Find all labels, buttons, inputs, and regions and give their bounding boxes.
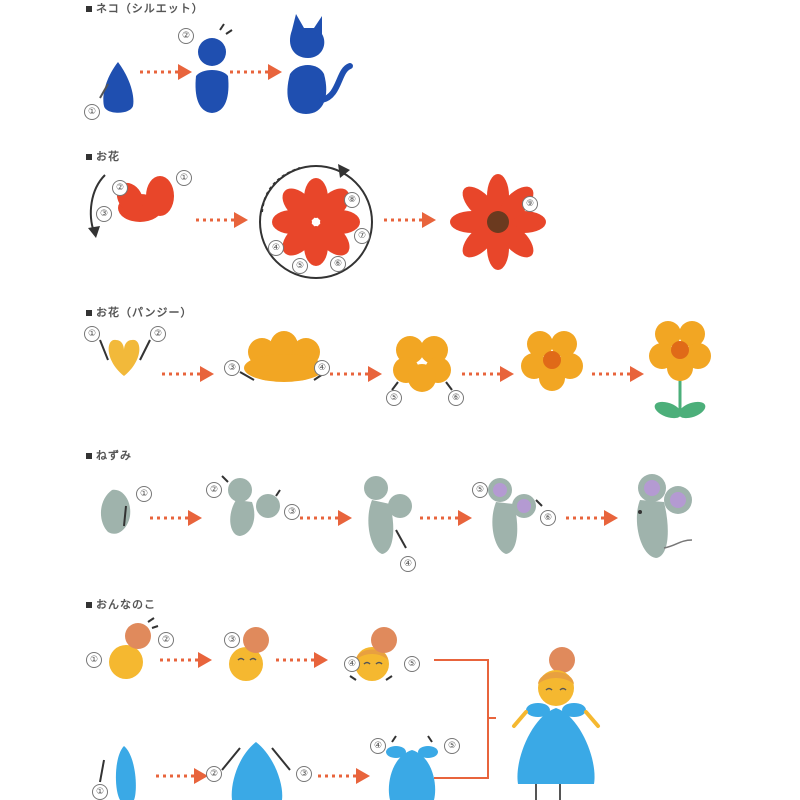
- arrow-icon: [566, 510, 618, 526]
- step-number: ⑦: [354, 228, 370, 244]
- step-number: ⑧: [344, 192, 360, 208]
- arrow-icon: [300, 510, 352, 526]
- step-number: ①: [136, 486, 152, 502]
- step-number: ⑤: [386, 390, 402, 406]
- girl-body-step-3: [386, 736, 438, 800]
- step-number: ⑤: [444, 738, 460, 754]
- step-number: ①: [86, 652, 102, 668]
- pansy-step-4: [521, 331, 583, 391]
- step-number: ②: [206, 766, 222, 782]
- bracket: [434, 660, 496, 778]
- pansy-step-2: [240, 331, 326, 382]
- step-number: ③: [296, 766, 312, 782]
- girl-finished: [514, 647, 598, 800]
- arrow-icon: [196, 212, 248, 228]
- arrow-icon: [160, 652, 212, 668]
- arrow-icon: [150, 510, 202, 526]
- step-number: ③: [224, 632, 240, 648]
- step-number: ⑤: [292, 258, 308, 274]
- mouse-step-4: [488, 478, 542, 554]
- mouse-step-5: [637, 474, 692, 558]
- mouse-step-1: [101, 490, 130, 534]
- arrow-icon: [162, 366, 214, 382]
- girl-body-step-2: [222, 742, 290, 800]
- cat-step-3: [287, 14, 350, 114]
- step-number: ⑥: [540, 510, 556, 526]
- girl-head-step-3: [350, 627, 397, 681]
- step-number: ⑤: [472, 482, 488, 498]
- step-number: ⑥: [330, 256, 346, 272]
- step-number: ②: [206, 482, 222, 498]
- pansy-step-1: [100, 340, 150, 376]
- arrow-icon: [140, 64, 192, 80]
- step-number: ①: [92, 784, 108, 800]
- arrow-icon: [462, 366, 514, 382]
- pansy-step-3: [392, 336, 452, 392]
- step-number: ①: [176, 170, 192, 186]
- step-number: ④: [344, 656, 360, 672]
- pansy-step-5: [649, 321, 711, 421]
- flower-step-2: [260, 164, 372, 278]
- girl-head-step-1: [109, 618, 158, 679]
- step-number: ②: [158, 632, 174, 648]
- mouse-step-3: [364, 476, 412, 554]
- step-number: ④: [314, 360, 330, 376]
- arrow-icon: [330, 366, 382, 382]
- cat-step-1: [100, 62, 133, 113]
- step-number: ②: [112, 180, 128, 196]
- step-number: ④: [370, 738, 386, 754]
- step-number: ③: [224, 360, 240, 376]
- arrow-icon: [420, 510, 472, 526]
- arrow-icon: [384, 212, 436, 228]
- arrow-icon: [318, 768, 370, 784]
- cat-step-2: [196, 24, 232, 113]
- step-number: ⑤: [404, 656, 420, 672]
- step-number: ②: [150, 326, 166, 342]
- mouse-step-2: [222, 476, 280, 536]
- flower-step-3: [450, 174, 546, 270]
- step-number: ①: [84, 326, 100, 342]
- step-number: ③: [284, 504, 300, 520]
- step-number: ③: [96, 206, 112, 222]
- step-number: ②: [178, 28, 194, 44]
- step-number: ⑨: [522, 196, 538, 212]
- arrow-icon: [156, 768, 208, 784]
- step-number: ①: [84, 104, 100, 120]
- arrow-icon: [592, 366, 644, 382]
- step-number: ④: [400, 556, 416, 572]
- step-number: ④: [268, 240, 284, 256]
- step-number: ⑥: [448, 390, 464, 406]
- arrow-icon: [276, 652, 328, 668]
- arrow-icon: [230, 64, 282, 80]
